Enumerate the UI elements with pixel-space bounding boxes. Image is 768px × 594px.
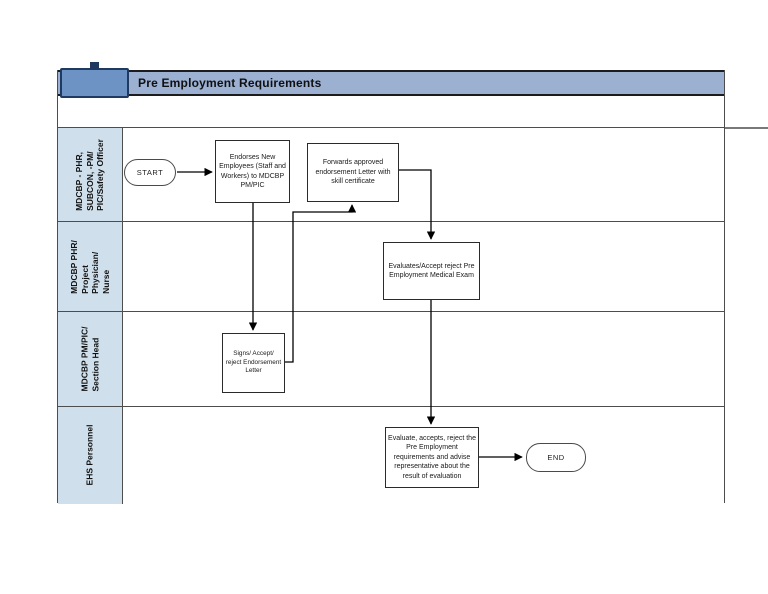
lane-label-cell-4: EHS Personnel [58, 407, 123, 504]
flowchart-header: Pre Employment Requirements [58, 62, 724, 98]
lane-label-project-physician: MDCBP PHR/ Project Physician/ Nurse [68, 239, 111, 294]
flow-node-evaluate-medical: Evaluates/Accept reject Pre Employment M… [383, 242, 480, 300]
lane-label-mdcbp-phr-subcon: MDCBP - PHR, SUBCON, -PM/ PIC/Safety Off… [74, 138, 106, 211]
flow-node-sign-endorsement: Signs/ Accept/ reject Endorsement Letter [222, 333, 285, 393]
end-terminator: END [526, 443, 586, 472]
lane-label-pm-pic-section-head: MDCBP PM/PIC/ Section Head [79, 326, 100, 392]
flow-node-endorse: Endorses New Employees (Staff and Worker… [215, 140, 290, 203]
lane-content-1 [123, 128, 724, 221]
logo-tab-icon [90, 62, 99, 68]
start-terminator: START [124, 159, 176, 186]
lane-label-cell-1: MDCBP - PHR, SUBCON, -PM/ PIC/Safety Off… [58, 128, 123, 221]
lane-label-cell-3: MDCBP PM/PIC/ Section Head [58, 312, 123, 406]
swimlane-row-3: MDCBP PM/PIC/ Section Head [58, 312, 724, 407]
lane-label-ehs-personnel: EHS Personnel [84, 424, 95, 486]
flow-node-forward: Forwards approved endorsement Letter wit… [307, 143, 399, 202]
lane-label-cell-2: MDCBP PHR/ Project Physician/ Nurse [58, 222, 123, 311]
lane-content-3 [123, 312, 724, 406]
flow-node-evaluate-final: Evaluate, accepts, reject the Pre Employ… [385, 427, 479, 488]
spacer-row [58, 96, 724, 128]
logo-placeholder [60, 62, 129, 98]
page-title: Pre Employment Requirements [138, 76, 322, 90]
